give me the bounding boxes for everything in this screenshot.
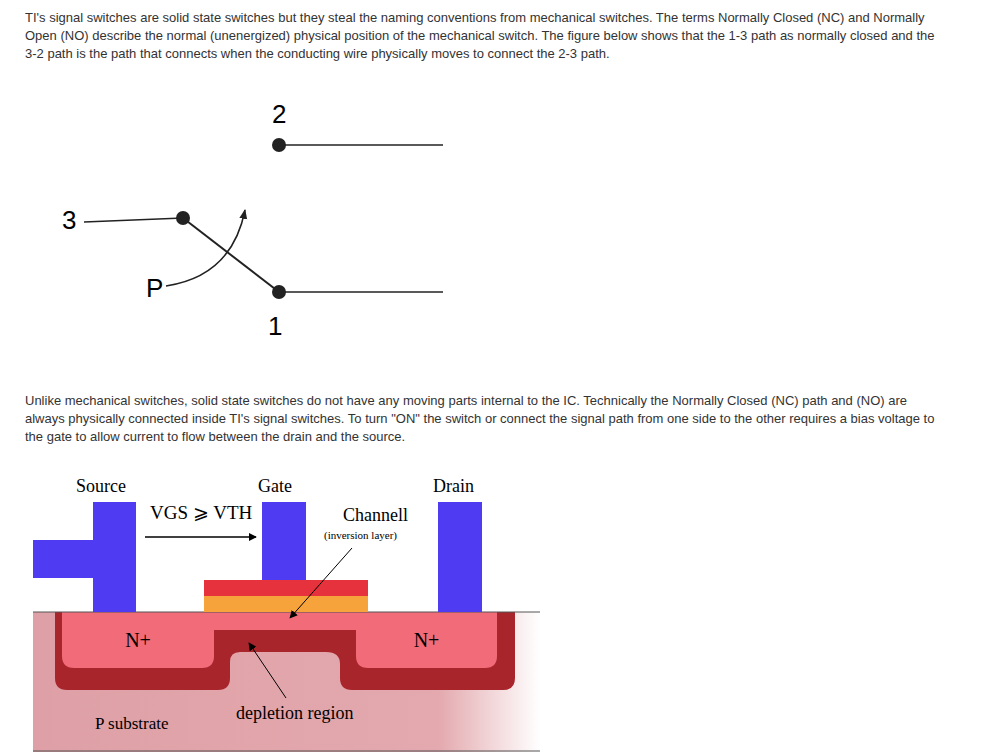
region-label: depletion region bbox=[236, 704, 353, 724]
contact-dot bbox=[272, 138, 286, 152]
channel-leader bbox=[290, 548, 352, 618]
n-plus-region: N+ bbox=[62, 612, 214, 668]
actuation-arrow bbox=[166, 210, 245, 286]
terminal-number: 1 bbox=[268, 312, 282, 341]
switch-lever bbox=[183, 218, 279, 292]
substrate-region: P substrate N+ N+ bbox=[33, 612, 540, 752]
pivot-dot bbox=[176, 211, 190, 225]
channel-note: (inversion layer) bbox=[324, 529, 397, 541]
n-plus-well bbox=[62, 612, 214, 668]
p-substrate bbox=[33, 612, 540, 752]
contact-2-wire bbox=[279, 144, 443, 146]
terminal-label: Drain bbox=[433, 477, 474, 497]
source-lead bbox=[33, 540, 97, 578]
contact-1-wire bbox=[279, 291, 443, 293]
mosfet-cross-section bbox=[33, 502, 540, 752]
n-plus-region: N+ bbox=[356, 612, 497, 668]
source-contact bbox=[93, 502, 136, 612]
depletion-leader bbox=[249, 643, 286, 698]
body-paragraph: Unlike mechanical switches, solid state … bbox=[25, 392, 940, 446]
drain-contact bbox=[438, 502, 482, 612]
terminal-label: Gate bbox=[258, 477, 292, 497]
region-text: P substrate bbox=[95, 714, 169, 734]
gate-electrode bbox=[204, 580, 368, 596]
contact-dot bbox=[272, 285, 286, 299]
region-text: N+ bbox=[414, 629, 440, 652]
terminal-number: 3 bbox=[62, 206, 76, 235]
pivot-label: P bbox=[146, 274, 163, 303]
inversion-channel bbox=[214, 612, 356, 630]
common-wire bbox=[84, 218, 183, 222]
channel-label: Channell bbox=[343, 506, 408, 526]
n-plus-well bbox=[356, 612, 497, 668]
gate-oxide bbox=[204, 596, 368, 612]
bottom-line bbox=[33, 751, 540, 752]
intro-paragraph: TI's signal switches are solid state swi… bbox=[25, 9, 940, 63]
gate-contact bbox=[262, 502, 306, 580]
terminal-label: Source bbox=[76, 477, 126, 497]
terminal-number: 2 bbox=[272, 100, 286, 129]
region-text: N+ bbox=[125, 629, 151, 652]
bias-condition: VGS ⩾ VTH bbox=[150, 503, 252, 524]
switch-symbol bbox=[84, 138, 443, 299]
depletion-region bbox=[55, 612, 515, 690]
vgs-arrow bbox=[145, 536, 256, 538]
